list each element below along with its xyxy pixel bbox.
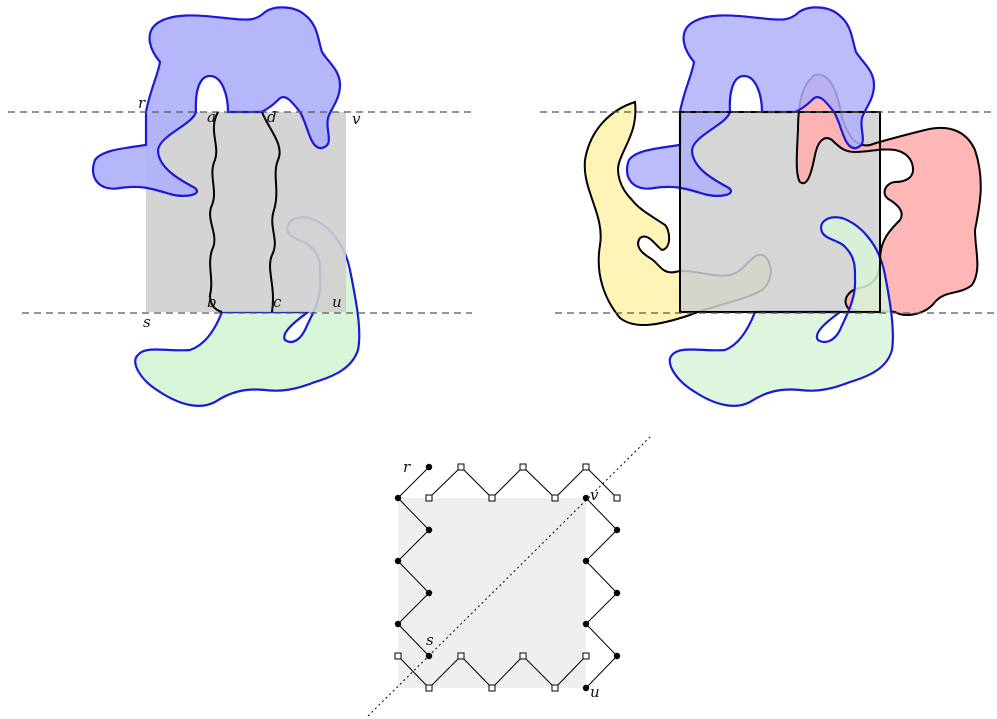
dot xyxy=(394,557,402,565)
label-r-bottom: r xyxy=(403,458,411,476)
label-v-left: v xyxy=(352,110,361,128)
hollow-squares xyxy=(394,463,621,692)
dot xyxy=(425,526,433,534)
square-marker xyxy=(582,652,590,660)
label-v-bottom: v xyxy=(590,486,599,504)
square-marker xyxy=(551,684,559,692)
dot xyxy=(613,652,621,660)
label-c: c xyxy=(273,293,282,311)
label-u-bottom: u xyxy=(590,683,600,701)
square-marker xyxy=(488,494,496,502)
label-u-left: u xyxy=(332,293,342,311)
diagonal-dotted-line xyxy=(367,434,653,717)
zigzag-right xyxy=(585,497,618,689)
dot xyxy=(394,620,402,628)
dot xyxy=(582,684,590,692)
dot xyxy=(425,589,433,597)
curve-a-b xyxy=(208,111,223,313)
square-marker xyxy=(519,652,527,660)
green-region-right xyxy=(668,216,894,407)
gray-square xyxy=(146,112,346,312)
square-marker xyxy=(519,463,527,471)
dot xyxy=(613,589,621,597)
square-marker xyxy=(425,684,433,692)
label-b: b xyxy=(207,293,217,311)
dot xyxy=(613,526,621,534)
filled-dots xyxy=(394,463,621,692)
label-s-bottom: s xyxy=(426,631,434,649)
dot xyxy=(425,463,433,471)
label-r-left: r xyxy=(138,94,146,112)
dot xyxy=(582,494,590,502)
dot xyxy=(582,557,590,565)
panel-right xyxy=(540,6,995,407)
curve-d-c xyxy=(261,111,281,313)
square-marker xyxy=(582,463,590,471)
square-marker xyxy=(488,684,496,692)
square-marker xyxy=(457,463,465,471)
square-marker xyxy=(613,494,621,502)
dot xyxy=(394,494,402,502)
label-s-left: s xyxy=(143,313,151,331)
square-marker xyxy=(457,652,465,660)
dot xyxy=(582,620,590,628)
panel-bottom: r v s u xyxy=(367,434,653,717)
square-marker xyxy=(551,494,559,502)
square-marker xyxy=(425,494,433,502)
square-marker xyxy=(394,652,402,660)
dot xyxy=(425,652,433,660)
label-d: d xyxy=(267,108,277,126)
label-a: a xyxy=(207,108,216,126)
panel-left: r a d v s b c u xyxy=(8,6,472,407)
zigzag-top xyxy=(428,466,618,499)
